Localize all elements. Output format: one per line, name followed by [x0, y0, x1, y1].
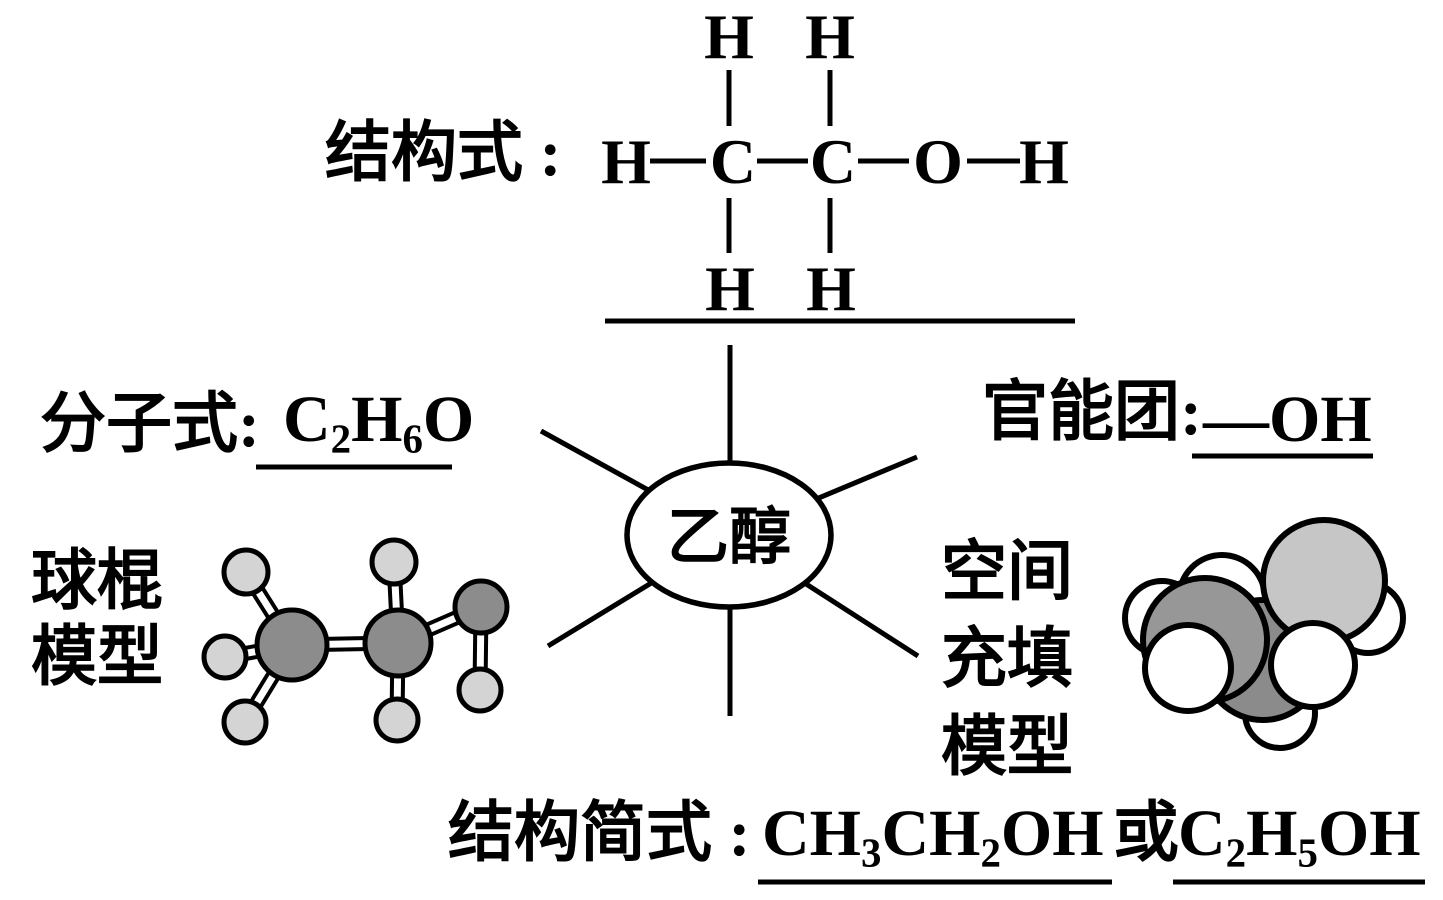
structural-atom-h-bottom1: H: [705, 253, 755, 324]
space-fill-label-line3: 模型: [941, 711, 1073, 784]
ballstick-hydrogen-bottom-middle: [373, 696, 421, 744]
ballstick-hydrogen-bottom-right: [456, 666, 504, 714]
space-fill-label-line2: 充填: [941, 623, 1073, 696]
structural-atom-h-top1: H: [704, 1, 754, 72]
ball-stick-model: [201, 537, 510, 746]
center-node-label: 乙醇: [666, 504, 792, 572]
center-ellipse: [624, 460, 834, 610]
space-fill-label-line1: 空间: [941, 536, 1073, 609]
ballstick-carbon-2: [362, 607, 434, 679]
blank-underlines: [256, 318, 1425, 885]
structural-atom-h-bottom2: H: [806, 253, 856, 324]
structural-atom-h-left: H: [601, 126, 651, 197]
ball-stick-label-line1: 球棍: [31, 545, 163, 618]
molecular-formula-label: 分子式:: [40, 388, 260, 461]
ballstick-carbon-1: [254, 607, 330, 683]
condensed-formula-value1: CH3CH2OH: [762, 797, 1104, 876]
structural-atom-c2: C: [809, 126, 857, 197]
functional-group-label: 官能团:: [982, 376, 1202, 449]
functional-group-value: —OH: [1203, 383, 1372, 456]
ball-stick-label-line2: 模型: [31, 621, 163, 694]
ballstick-hydrogen-top-middle: [369, 537, 419, 587]
ballstick-oxygen: [452, 578, 510, 636]
condensed-formula-value2: C2H5OH: [1178, 797, 1421, 876]
ballstick-hydrogen-bottom-left: [221, 698, 269, 746]
ballstick-hydrogen-left: [201, 633, 249, 681]
space-fill-model-label: 空间 充填 模型: [941, 540, 1073, 781]
structural-atom-c1: C: [709, 126, 757, 197]
spacefill-hydrogen-front-left: [1142, 622, 1234, 714]
condensed-formula-label: 结构简式 :: [448, 797, 751, 870]
ballstick-hydrogen-top-left: [221, 547, 271, 597]
space-filling-model: [1122, 517, 1406, 751]
spoke-lines: [539, 345, 920, 716]
structural-formula-bonds: [650, 70, 1020, 253]
spacefill-hydrogen-front-right: [1268, 620, 1358, 710]
molecular-formula-value: C2H6O: [283, 383, 475, 462]
condensed-formula-or: 或: [1113, 797, 1179, 870]
ball-stick-model-label: 球棍 模型: [31, 549, 163, 691]
structural-atom-h-right: H: [1019, 126, 1069, 197]
structural-atom-o: O: [913, 126, 963, 197]
structural-formula-label: 结构式 :: [325, 117, 562, 190]
structural-atom-h-top2: H: [805, 1, 855, 72]
